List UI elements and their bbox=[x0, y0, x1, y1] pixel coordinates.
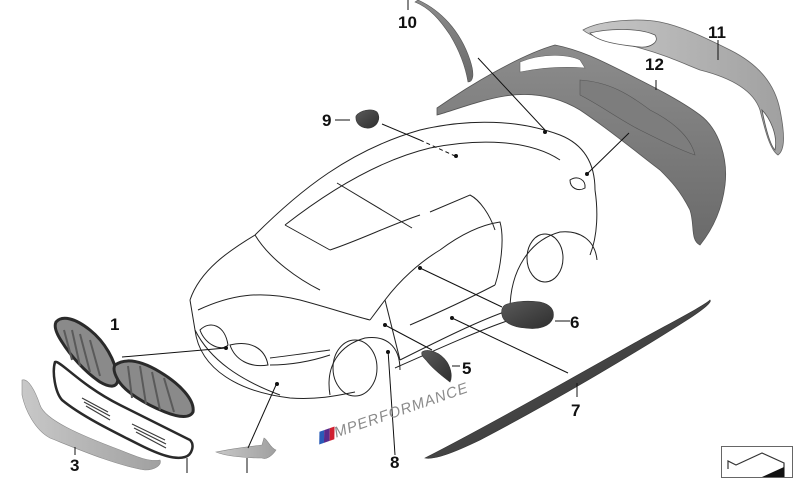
leader-dots bbox=[224, 130, 589, 386]
part-11-diffuser-frame[interactable] bbox=[582, 19, 784, 156]
callout-7[interactable]: 7 bbox=[571, 401, 581, 420]
part-9-antenna-cover[interactable] bbox=[355, 109, 380, 129]
callout-9[interactable]: 9 bbox=[322, 111, 332, 130]
callout-10[interactable]: 10 bbox=[398, 13, 417, 32]
leader-lines bbox=[74, 0, 719, 473]
part-7-side-skirt[interactable] bbox=[424, 299, 711, 459]
part-2-lower-grille[interactable] bbox=[52, 360, 194, 460]
part-selector-icon[interactable] bbox=[721, 446, 793, 478]
callout-11[interactable]: 11 bbox=[708, 23, 726, 42]
callout-5[interactable]: 5 bbox=[462, 359, 472, 378]
car-outline bbox=[189, 121, 598, 399]
part-12-rear-diffuser[interactable] bbox=[436, 44, 726, 246]
part-10-rear-spoiler[interactable] bbox=[414, 0, 474, 83]
part-4-front-air-flap[interactable] bbox=[215, 437, 277, 459]
callout-6[interactable]: 6 bbox=[570, 313, 580, 332]
part-5-side-fin[interactable] bbox=[421, 350, 452, 383]
part-1-kidney-grille[interactable] bbox=[53, 316, 195, 418]
part-3-front-splitter[interactable] bbox=[21, 379, 161, 471]
callout-8[interactable]: 8 bbox=[390, 453, 400, 472]
callout-3[interactable]: 3 bbox=[70, 456, 80, 475]
callout-12[interactable]: 12 bbox=[645, 55, 664, 74]
callout-1[interactable]: 1 bbox=[110, 315, 120, 334]
part-6-mirror-cap[interactable] bbox=[501, 300, 554, 329]
